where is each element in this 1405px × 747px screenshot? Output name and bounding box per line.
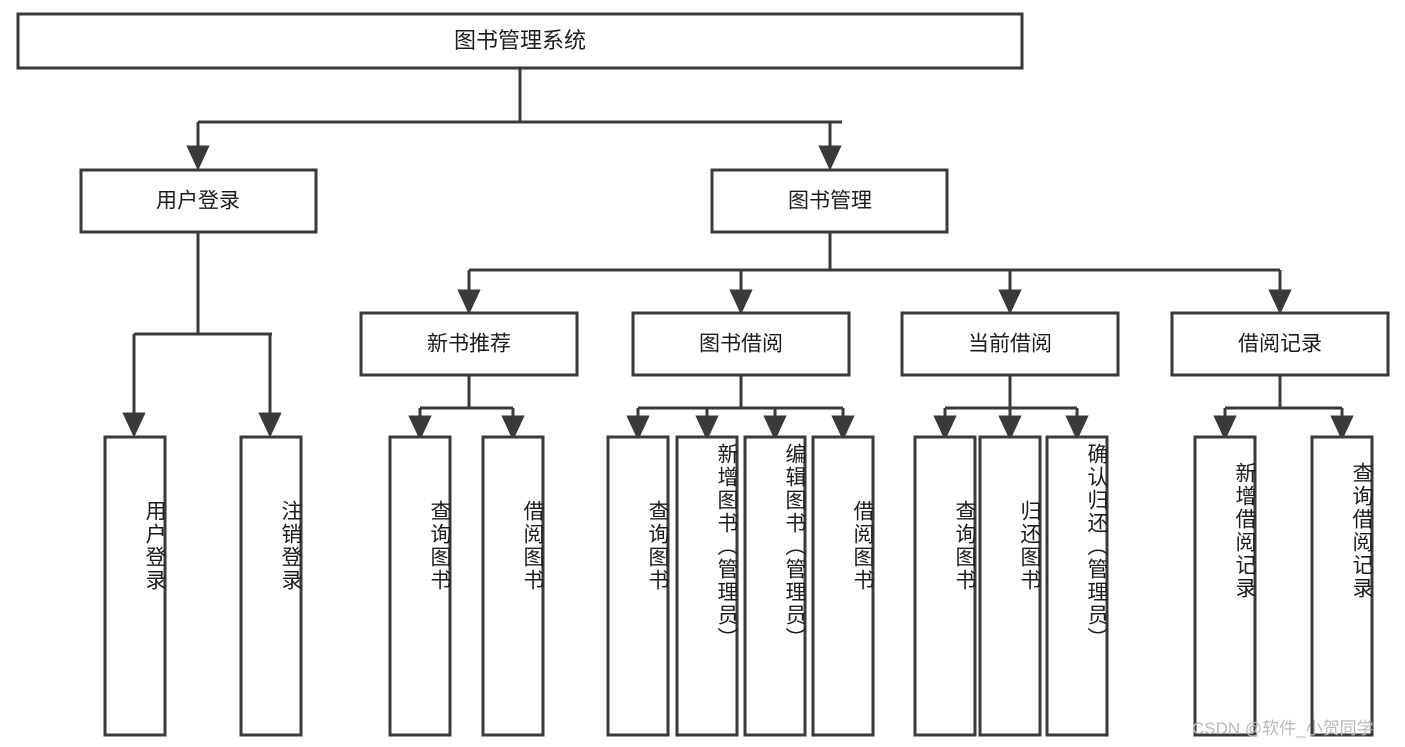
- node-book-manage[interactable]: 图书管理: [710, 168, 949, 234]
- connector-group-new-book-recommend: [408, 375, 525, 441]
- node-borrow-record-box[interactable]: [1170, 311, 1390, 377]
- node-borrow-record[interactable]: 借阅记录: [1170, 311, 1390, 377]
- leaf-boxes: [103, 435, 1374, 737]
- node-new-book-recommend-box[interactable]: [359, 311, 579, 377]
- node-new-book-recommend[interactable]: 新书推荐: [359, 311, 579, 377]
- node-book-borrow[interactable]: 图书借阅: [631, 311, 851, 377]
- node-root-label: 图书管理系统: [454, 28, 586, 53]
- leaf-box-borrow-book-1[interactable]: [481, 435, 545, 737]
- node-user-login[interactable]: 用户登录: [79, 168, 318, 234]
- leaf-box-user-logout[interactable]: [239, 435, 303, 737]
- leaf-box-add-record[interactable]: [1193, 435, 1257, 737]
- leaf-box-query-record[interactable]: [1310, 435, 1374, 737]
- leaf-box-return-book[interactable]: [978, 435, 1042, 737]
- watermark-text: CSDN @软件_小贺同学: [1192, 719, 1374, 738]
- leaf-box-borrow-book-2[interactable]: [811, 435, 875, 737]
- connector-group-book-manage: [457, 232, 1292, 315]
- node-user-login-label: 用户登录: [156, 190, 240, 213]
- node-user-login-box[interactable]: [79, 168, 318, 234]
- connector-group-book-borrow: [626, 375, 855, 441]
- node-book-manage-box[interactable]: [710, 168, 949, 234]
- node-book-borrow-label: 图书借阅: [699, 333, 783, 356]
- connector-group-user-login: [122, 232, 282, 438]
- leaf-box-user-login[interactable]: [103, 435, 167, 737]
- leaf-box-edit-book[interactable]: [743, 435, 807, 737]
- node-new-book-recommend-label: 新书推荐: [427, 333, 511, 356]
- leaf-box-add-book[interactable]: [675, 435, 739, 737]
- node-book-manage-label: 图书管理: [788, 190, 872, 213]
- node-current-borrow-label: 当前借阅: [968, 333, 1052, 356]
- node-root[interactable]: 图书管理系统: [16, 12, 1024, 70]
- connector-group-borrow-record: [1213, 375, 1354, 441]
- node-book-borrow-box[interactable]: [631, 311, 851, 377]
- node-root-box[interactable]: [16, 12, 1024, 70]
- connector-group-current-borrow: [933, 375, 1089, 441]
- node-borrow-record-label: 借阅记录: [1238, 333, 1322, 356]
- node-current-borrow[interactable]: 当前借阅: [900, 311, 1120, 377]
- leaf-box-query-book-2[interactable]: [606, 435, 670, 737]
- node-current-borrow-box[interactable]: [900, 311, 1120, 377]
- leaf-box-query-book-1[interactable]: [388, 435, 452, 737]
- connector-group-root: [186, 68, 842, 171]
- leaf-box-query-book-3[interactable]: [913, 435, 977, 737]
- leaf-box-confirm-return[interactable]: [1045, 435, 1109, 737]
